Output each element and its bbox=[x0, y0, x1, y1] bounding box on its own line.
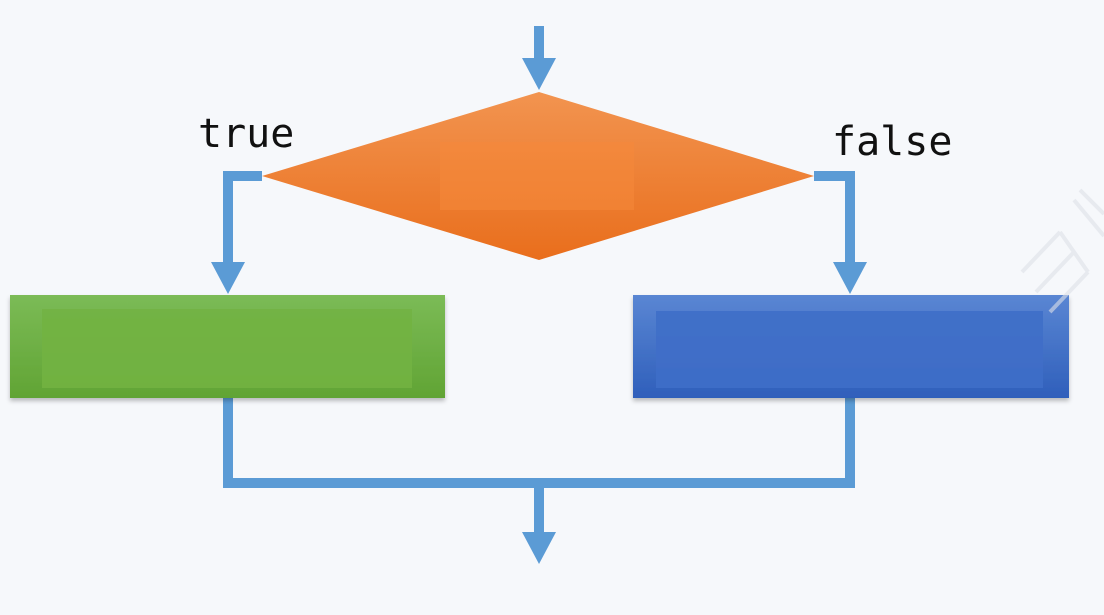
false-action-box bbox=[633, 295, 1069, 398]
entry-arrow bbox=[522, 26, 556, 90]
false-branch-label: false bbox=[832, 119, 953, 165]
true-branch-connector bbox=[211, 171, 262, 294]
decision-text-area bbox=[440, 142, 634, 210]
watermark bbox=[1020, 188, 1104, 314]
true-action-box bbox=[10, 295, 445, 398]
false-branch-connector bbox=[814, 171, 867, 294]
decision-diamond bbox=[262, 92, 814, 260]
false-action-text-area bbox=[656, 311, 1043, 388]
true-action-text-area bbox=[42, 309, 412, 388]
merge-connector bbox=[223, 398, 855, 564]
true-branch-label: true bbox=[198, 111, 295, 157]
